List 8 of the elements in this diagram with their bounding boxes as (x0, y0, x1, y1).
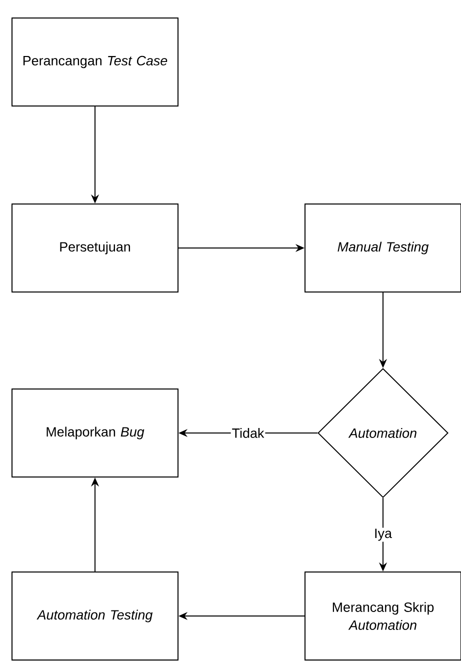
process-box: Perancangan Test Case (12, 18, 178, 106)
process-box: Melaporkan Bug (12, 388, 178, 478)
process-box: Persetujuan (12, 204, 178, 292)
process-box: Manual Testing (304, 204, 461, 292)
process-box: Automation Testing (12, 572, 178, 660)
process-box: Merancang Skrip Automation (304, 572, 461, 660)
edge-label: Tidak (230, 427, 266, 439)
edge-label: Iya (373, 528, 393, 542)
